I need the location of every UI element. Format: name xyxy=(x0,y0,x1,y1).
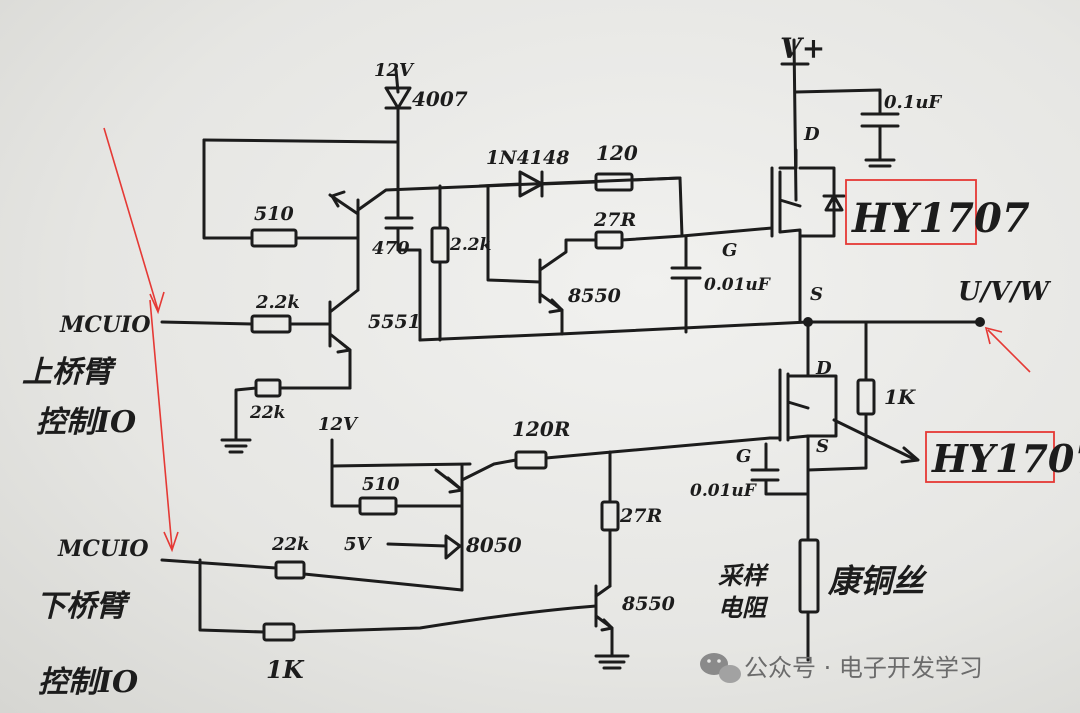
label-hi-ctrl-2: 控制IO xyxy=(36,405,136,440)
label-1n4148: 1N4148 xyxy=(486,147,569,169)
lower-driver xyxy=(302,436,772,592)
label-8550-low: 8550 xyxy=(621,593,675,615)
label-g-low: G xyxy=(736,446,751,467)
top-transistor xyxy=(328,176,682,292)
label-22k-gnd: 22k xyxy=(249,403,285,423)
label-27r-low: 27R xyxy=(619,505,662,527)
label-hy1707-low: HY1707 xyxy=(931,436,1080,481)
hy1707-box-top xyxy=(845,179,977,245)
capacitor-001-upper xyxy=(670,234,702,334)
label-g-top: G xyxy=(722,240,737,261)
upper-driver xyxy=(486,184,684,336)
label-5551: 5551 xyxy=(368,311,421,333)
label-12v-low: 12V xyxy=(318,414,359,435)
label-120-top: 120 xyxy=(596,141,638,165)
labels: V+ 12V 4007 0.1uF 1N4148 120 510 470 2.2… xyxy=(22,32,1052,700)
watermark: 公众号 · 电子开发学习 xyxy=(700,653,983,683)
label-001-top: 0.01uF xyxy=(704,275,772,295)
annotations: HY1707 HY1707 xyxy=(103,127,1080,553)
sense-resistor xyxy=(798,538,820,662)
label-mcu-low: MCUIO xyxy=(57,536,149,562)
lower-inputs xyxy=(160,558,598,642)
label-2k2-top: 2.2k xyxy=(255,292,300,313)
label-5v: 5V xyxy=(344,534,373,555)
label-s-low: S xyxy=(816,436,829,457)
q5551 xyxy=(160,288,360,454)
label-sense-2: 电阻 xyxy=(718,593,769,622)
top-supply xyxy=(202,68,412,248)
wechat-icon xyxy=(700,653,741,683)
resistor-2k2-vertical xyxy=(430,184,450,342)
label-uvw: U/V/W xyxy=(958,277,1052,307)
label-8550-top: 8550 xyxy=(567,285,621,307)
label-sense-1: 采样 xyxy=(718,561,770,590)
label-cap-top: 0.1uF xyxy=(884,92,942,113)
label-1k-vertical: 1K xyxy=(884,385,917,409)
label-510-low: 510 xyxy=(362,474,400,495)
label-8050: 8050 xyxy=(465,533,522,557)
label-v-plus: V+ xyxy=(780,32,825,65)
label-120r: 120R xyxy=(512,417,570,441)
label-manganin: 康铜丝 xyxy=(827,562,928,600)
label-hi-ctrl-1: 上桥臂 xyxy=(22,355,117,390)
lower-pulldown xyxy=(594,450,630,670)
label-2k2-vertical: 2.2k xyxy=(449,235,491,255)
label-27r-top: 27R xyxy=(593,209,636,231)
label-470: 470 xyxy=(372,238,410,259)
label-lo-ctrl-2: 控制IO xyxy=(38,665,138,700)
label-4007: 4007 xyxy=(412,87,468,111)
label-510-top: 510 xyxy=(254,203,294,225)
upper-mosfet xyxy=(680,38,900,324)
label-12v-top: 12V xyxy=(374,60,415,81)
switch-node-wire xyxy=(418,317,985,342)
label-s-top: S xyxy=(810,284,823,305)
label-d-low: D xyxy=(815,358,832,379)
label-22k-low: 22k xyxy=(271,534,310,555)
label-001-low: 0.01uF xyxy=(690,481,758,501)
label-lo-ctrl-1: 下桥臂 xyxy=(36,589,131,624)
label-d-top: D xyxy=(803,124,820,145)
lower-mosfet xyxy=(750,320,920,542)
label-hy1707-top: HY1707 xyxy=(851,195,1030,242)
watermark-text: 公众号 · 电子开发学习 xyxy=(744,654,983,682)
diode-1n4148 xyxy=(478,170,684,238)
capacitor-470 xyxy=(384,188,422,342)
label-1k-horizontal: 1K xyxy=(266,655,305,684)
hy1707-box-low xyxy=(925,431,1055,483)
label-mcu-top: MCUIO xyxy=(59,312,151,338)
